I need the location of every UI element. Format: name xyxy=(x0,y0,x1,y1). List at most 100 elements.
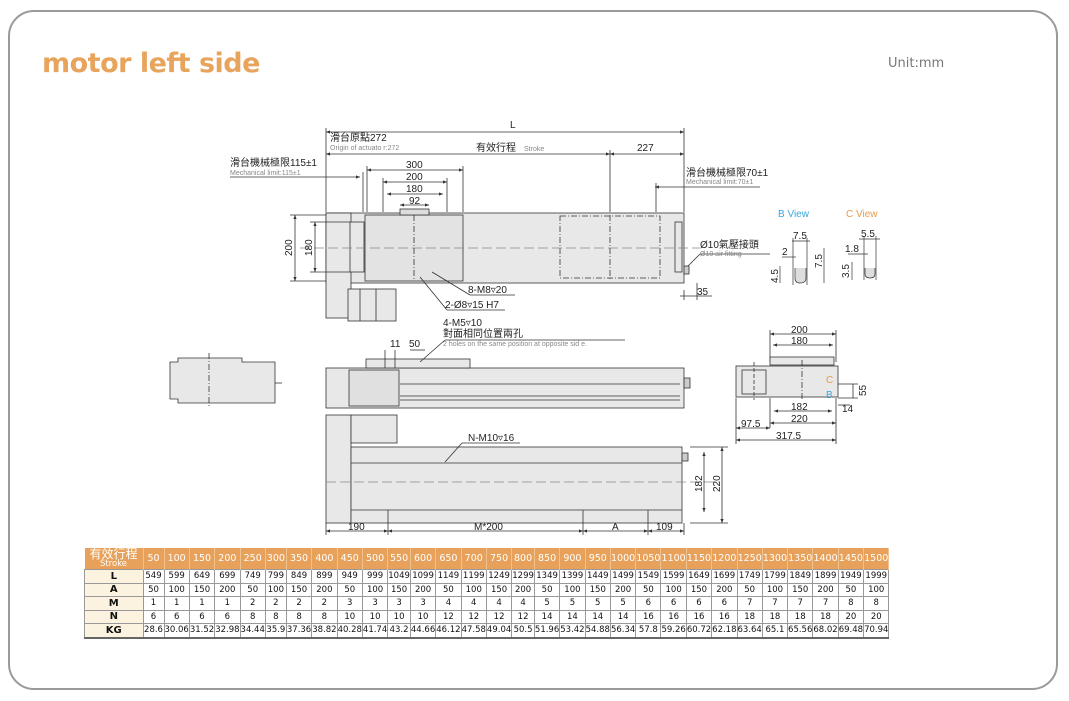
table-cell: 57.8 xyxy=(635,623,662,639)
table-cell: 8 xyxy=(863,596,890,611)
table-cell: 1849 xyxy=(787,569,814,584)
dim-11: 11 xyxy=(390,339,401,350)
table-cell: 20 xyxy=(863,609,890,624)
origin-cn: 滑台原點272 xyxy=(330,131,387,144)
table-cell: 10 xyxy=(387,609,411,624)
table-cell: 18 xyxy=(736,609,763,624)
table-cell: 899 xyxy=(311,569,338,584)
air-fitting-en: Ø10 air fitting xyxy=(700,251,742,258)
table-cell: 50 xyxy=(336,582,363,597)
mech-left-cn: 滑台機械極限115±1 xyxy=(230,156,317,169)
table-cell: 2 xyxy=(239,596,266,611)
table-cell: 100 xyxy=(863,582,890,597)
stroke-col-header: 700 xyxy=(461,548,487,570)
table-cell: 50 xyxy=(837,582,865,597)
table-cell: 200 xyxy=(214,582,241,597)
top-view xyxy=(230,128,770,322)
table-cell: 150 xyxy=(285,582,313,597)
stroke-col-header: 100 xyxy=(164,548,190,570)
stroke-col-header: 250 xyxy=(240,548,266,570)
stroke-col-header: 950 xyxy=(585,548,611,570)
table-cell: 1499 xyxy=(609,569,637,584)
table-cell: 5 xyxy=(584,596,611,611)
dim-m200: M*200 xyxy=(474,522,503,533)
table-cell: 18 xyxy=(761,609,789,624)
table-cell: 40.28 xyxy=(336,623,363,639)
c-view-title: C View xyxy=(846,209,878,220)
row-label: N xyxy=(84,609,144,624)
table-cell: 2 xyxy=(311,596,338,611)
stroke-cn: 有效行程 xyxy=(476,141,516,154)
dim-200: 200 xyxy=(406,172,423,183)
table-cell: 1599 xyxy=(660,569,687,584)
dim-h200: 200 xyxy=(284,239,295,256)
stroke-col-header: 750 xyxy=(486,548,513,570)
table-cell: 1899 xyxy=(812,569,839,584)
b-view-title: B View xyxy=(778,209,810,220)
table-cell: 1449 xyxy=(584,569,611,584)
table-cell: 10 xyxy=(336,609,363,624)
table-cell: 16 xyxy=(635,609,662,624)
stroke-col-header: 200 xyxy=(214,548,241,570)
table-cell: 6 xyxy=(711,596,738,611)
dim-h220: 220 xyxy=(712,475,723,492)
table-cell: 1999 xyxy=(863,569,890,584)
origin-en: Origin of actuato r:272 xyxy=(330,145,399,152)
table-cell: 3 xyxy=(361,596,389,611)
dim-A: A xyxy=(612,522,619,533)
table-cell: 28.6 xyxy=(142,623,165,639)
table-cell: 100 xyxy=(559,582,586,597)
table-cell: 14 xyxy=(584,609,611,624)
end-dim-200: 200 xyxy=(791,325,808,336)
end-dim-97-5: 97.5 xyxy=(741,419,761,430)
stroke-col-header: 50 xyxy=(143,548,165,570)
table-cell: 1699 xyxy=(711,569,738,584)
holes-pin: 2-Ø8▿15 H7 xyxy=(445,300,499,311)
table-cell: 65.56 xyxy=(787,623,814,639)
holes-m5-en: 2 holes on the same position at opposite… xyxy=(443,341,587,348)
table-cell: 16 xyxy=(711,609,738,624)
table-cell: 949 xyxy=(336,569,363,584)
table-cell: 1749 xyxy=(736,569,763,584)
table-cell: 14 xyxy=(609,609,637,624)
stroke-col-header: 1050 xyxy=(635,548,662,570)
table-cell: 50 xyxy=(142,582,165,597)
table-cell: 6 xyxy=(142,609,165,624)
table-cell: 8 xyxy=(239,609,266,624)
stroke-col-header: 1350 xyxy=(787,548,814,570)
table-cell: 6 xyxy=(188,609,216,624)
table-cell: 7 xyxy=(736,596,763,611)
table-cell: 4 xyxy=(435,596,462,611)
table-cell: 549 xyxy=(142,569,165,584)
bottom-view-labels: N-M10▿16 190 M*200 A 109 182 220 xyxy=(348,433,723,533)
table-cell: 56.34 xyxy=(609,623,637,639)
end-dim-317-5: 317.5 xyxy=(776,431,801,442)
table-cell: 7 xyxy=(812,596,839,611)
table-cell: 1349 xyxy=(533,569,561,584)
stroke-col-header: 600 xyxy=(410,548,437,570)
table-cell: 200 xyxy=(812,582,839,597)
c-view: C View 5.5 1.8 3.5 xyxy=(841,209,880,280)
table-cell: 68.02 xyxy=(812,623,839,639)
holes-m10: N-M10▿16 xyxy=(468,433,515,444)
stroke-col-header: 350 xyxy=(286,548,313,570)
stroke-col-header: 1400 xyxy=(812,548,839,570)
stroke-col-header: 1100 xyxy=(660,548,687,570)
table-cell: 1549 xyxy=(635,569,662,584)
table-cell: 699 xyxy=(214,569,241,584)
table-cell: 150 xyxy=(485,582,513,597)
table-cell: 1249 xyxy=(485,569,513,584)
table-cell: 34.44 xyxy=(239,623,266,639)
stroke-col-header: 1500 xyxy=(863,548,890,570)
table-cell: 2 xyxy=(285,596,313,611)
table-cell: 70.94 xyxy=(863,623,890,639)
stroke-col-header: 150 xyxy=(189,548,216,570)
c-dim-1-8: 1.8 xyxy=(845,244,859,255)
table-cell: 150 xyxy=(787,582,814,597)
stroke-col-header: 400 xyxy=(311,548,338,570)
table-cell: 1399 xyxy=(559,569,586,584)
table-cell: 1649 xyxy=(685,569,713,584)
